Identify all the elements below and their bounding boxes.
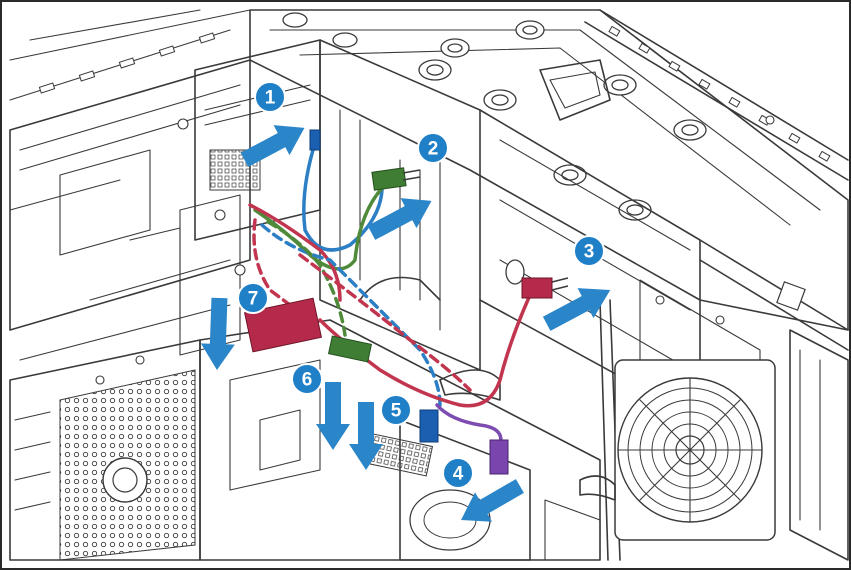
numbered-badge-1: 1 [254,81,286,113]
cable-connector-red-7 [244,297,322,353]
badge-label-2: 2 [428,139,439,160]
arrow-icon-step-1 [240,125,305,167]
cable-green-dashed [266,220,347,337]
numbered-badge-6: 6 [291,363,323,395]
cable-red-dashed [252,218,292,307]
connectors [244,129,569,475]
badge-label-7: 7 [248,289,259,310]
numbered-badge-7: 7 [237,282,269,314]
numbered-badge-2: 2 [417,132,449,164]
numbered-badge-4: 4 [442,457,474,489]
cable-connector-green-6 [327,335,373,363]
cable-connector-blue-1 [309,129,321,151]
badge-label-6: 6 [302,370,313,391]
badge-label-4: 4 [453,464,464,485]
cable-blue-dashed [260,223,442,407]
badge-label-5: 5 [391,401,402,422]
numbered-badge-5: 5 [380,394,412,426]
chassis-drawing [9,9,849,561]
cable-connector-blue-5 [419,409,439,443]
cable-purple [435,403,503,447]
badge-label-1: 1 [265,88,276,109]
cable-blue [302,138,384,252]
numbered-badges: 1 2 3 4 5 6 7 [237,81,605,489]
cable-red-dashed-2 [298,253,472,392]
arrow-icon-step-5 [349,402,383,470]
arrow-icon-step-7 [200,297,235,370]
bottom-fan-grille [9,339,201,561]
fan-grille [614,359,776,541]
cables [248,138,532,447]
cable-connector-red-3 [521,277,569,299]
arrow-icon-step-3 [542,288,611,331]
numbered-badge-3: 3 [573,235,605,267]
badge-label-3: 3 [584,242,595,263]
cable-connector-purple-4 [489,439,509,475]
arrow-icon-step-4 [461,479,524,522]
cable-connector-green-2 [371,167,421,191]
arrow-icon-step-2 [367,198,432,240]
arrows [200,125,611,522]
cable-red-top [248,203,342,302]
arrow-icon-step-6 [316,382,350,450]
